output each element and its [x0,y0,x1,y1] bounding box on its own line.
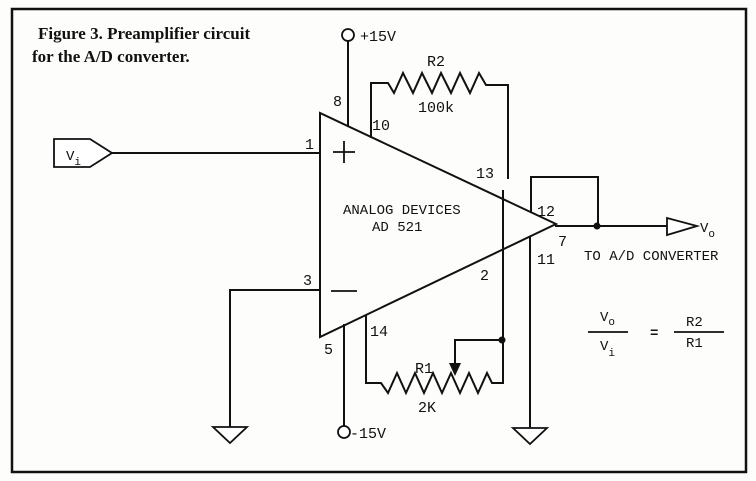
pin-13-label: 13 [476,166,494,183]
junction-dot-icon [593,222,601,230]
resistor-r1-icon [365,190,504,396]
potentiometer-wiper [454,339,503,371]
output-destination: TO A/D CONVERTER [584,249,719,265]
negative-supply-label: -15V [350,426,386,443]
amplifier-triangle [319,111,559,339]
eq-r1: R1 [686,336,703,352]
pin-12-label: 12 [537,204,555,221]
amplifier-name-line1: ANALOG DEVICES [343,203,461,219]
amplifier-name-line2: AD 521 [372,220,422,236]
output-label: Vo [700,221,715,241]
pin-3-label: 3 [303,273,312,290]
resistor-r2-icon [370,70,509,179]
eq-vi: Vi [600,339,615,360]
signal-connector-icon [666,216,701,237]
positive-supply-label: +15V [360,29,396,46]
pin-7-label: 7 [558,234,567,251]
pin-5-label: 5 [324,342,333,359]
figure-title-line2: for the A/D converter. [32,47,190,66]
r1-value: 2K [418,400,436,417]
eq-equals: = [650,326,658,342]
pin-2-label: 2 [480,268,489,285]
r2-value: 100k [418,100,454,117]
eq-vo: Vo [600,310,615,329]
plus-sign-icon [333,141,355,163]
pin-11-label: 11 [537,252,555,269]
pin-8-label: 8 [333,94,342,111]
junction-dot-icon [498,336,506,344]
r2-name: R2 [427,54,445,71]
signal-connector-icon [53,138,114,168]
figure-title-line1: Figure 3. Preamplifier circuit [38,24,250,43]
pin-1-label: 1 [305,137,314,154]
gain-equation: Vo Vi = R2 R1 [588,310,724,360]
r1-name: R1 [415,361,433,378]
pin-14-label: 14 [370,324,388,341]
figure-border [10,7,748,474]
input-label: Vi [66,149,81,169]
ground-icon [210,426,250,445]
terminal-circle-icon [341,28,355,42]
eq-r2: R2 [686,315,703,331]
terminal-circle-icon [337,425,351,439]
ground-icon [510,427,550,446]
potentiometer-arrow-icon [449,363,461,376]
pin-10-label: 10 [372,118,390,135]
